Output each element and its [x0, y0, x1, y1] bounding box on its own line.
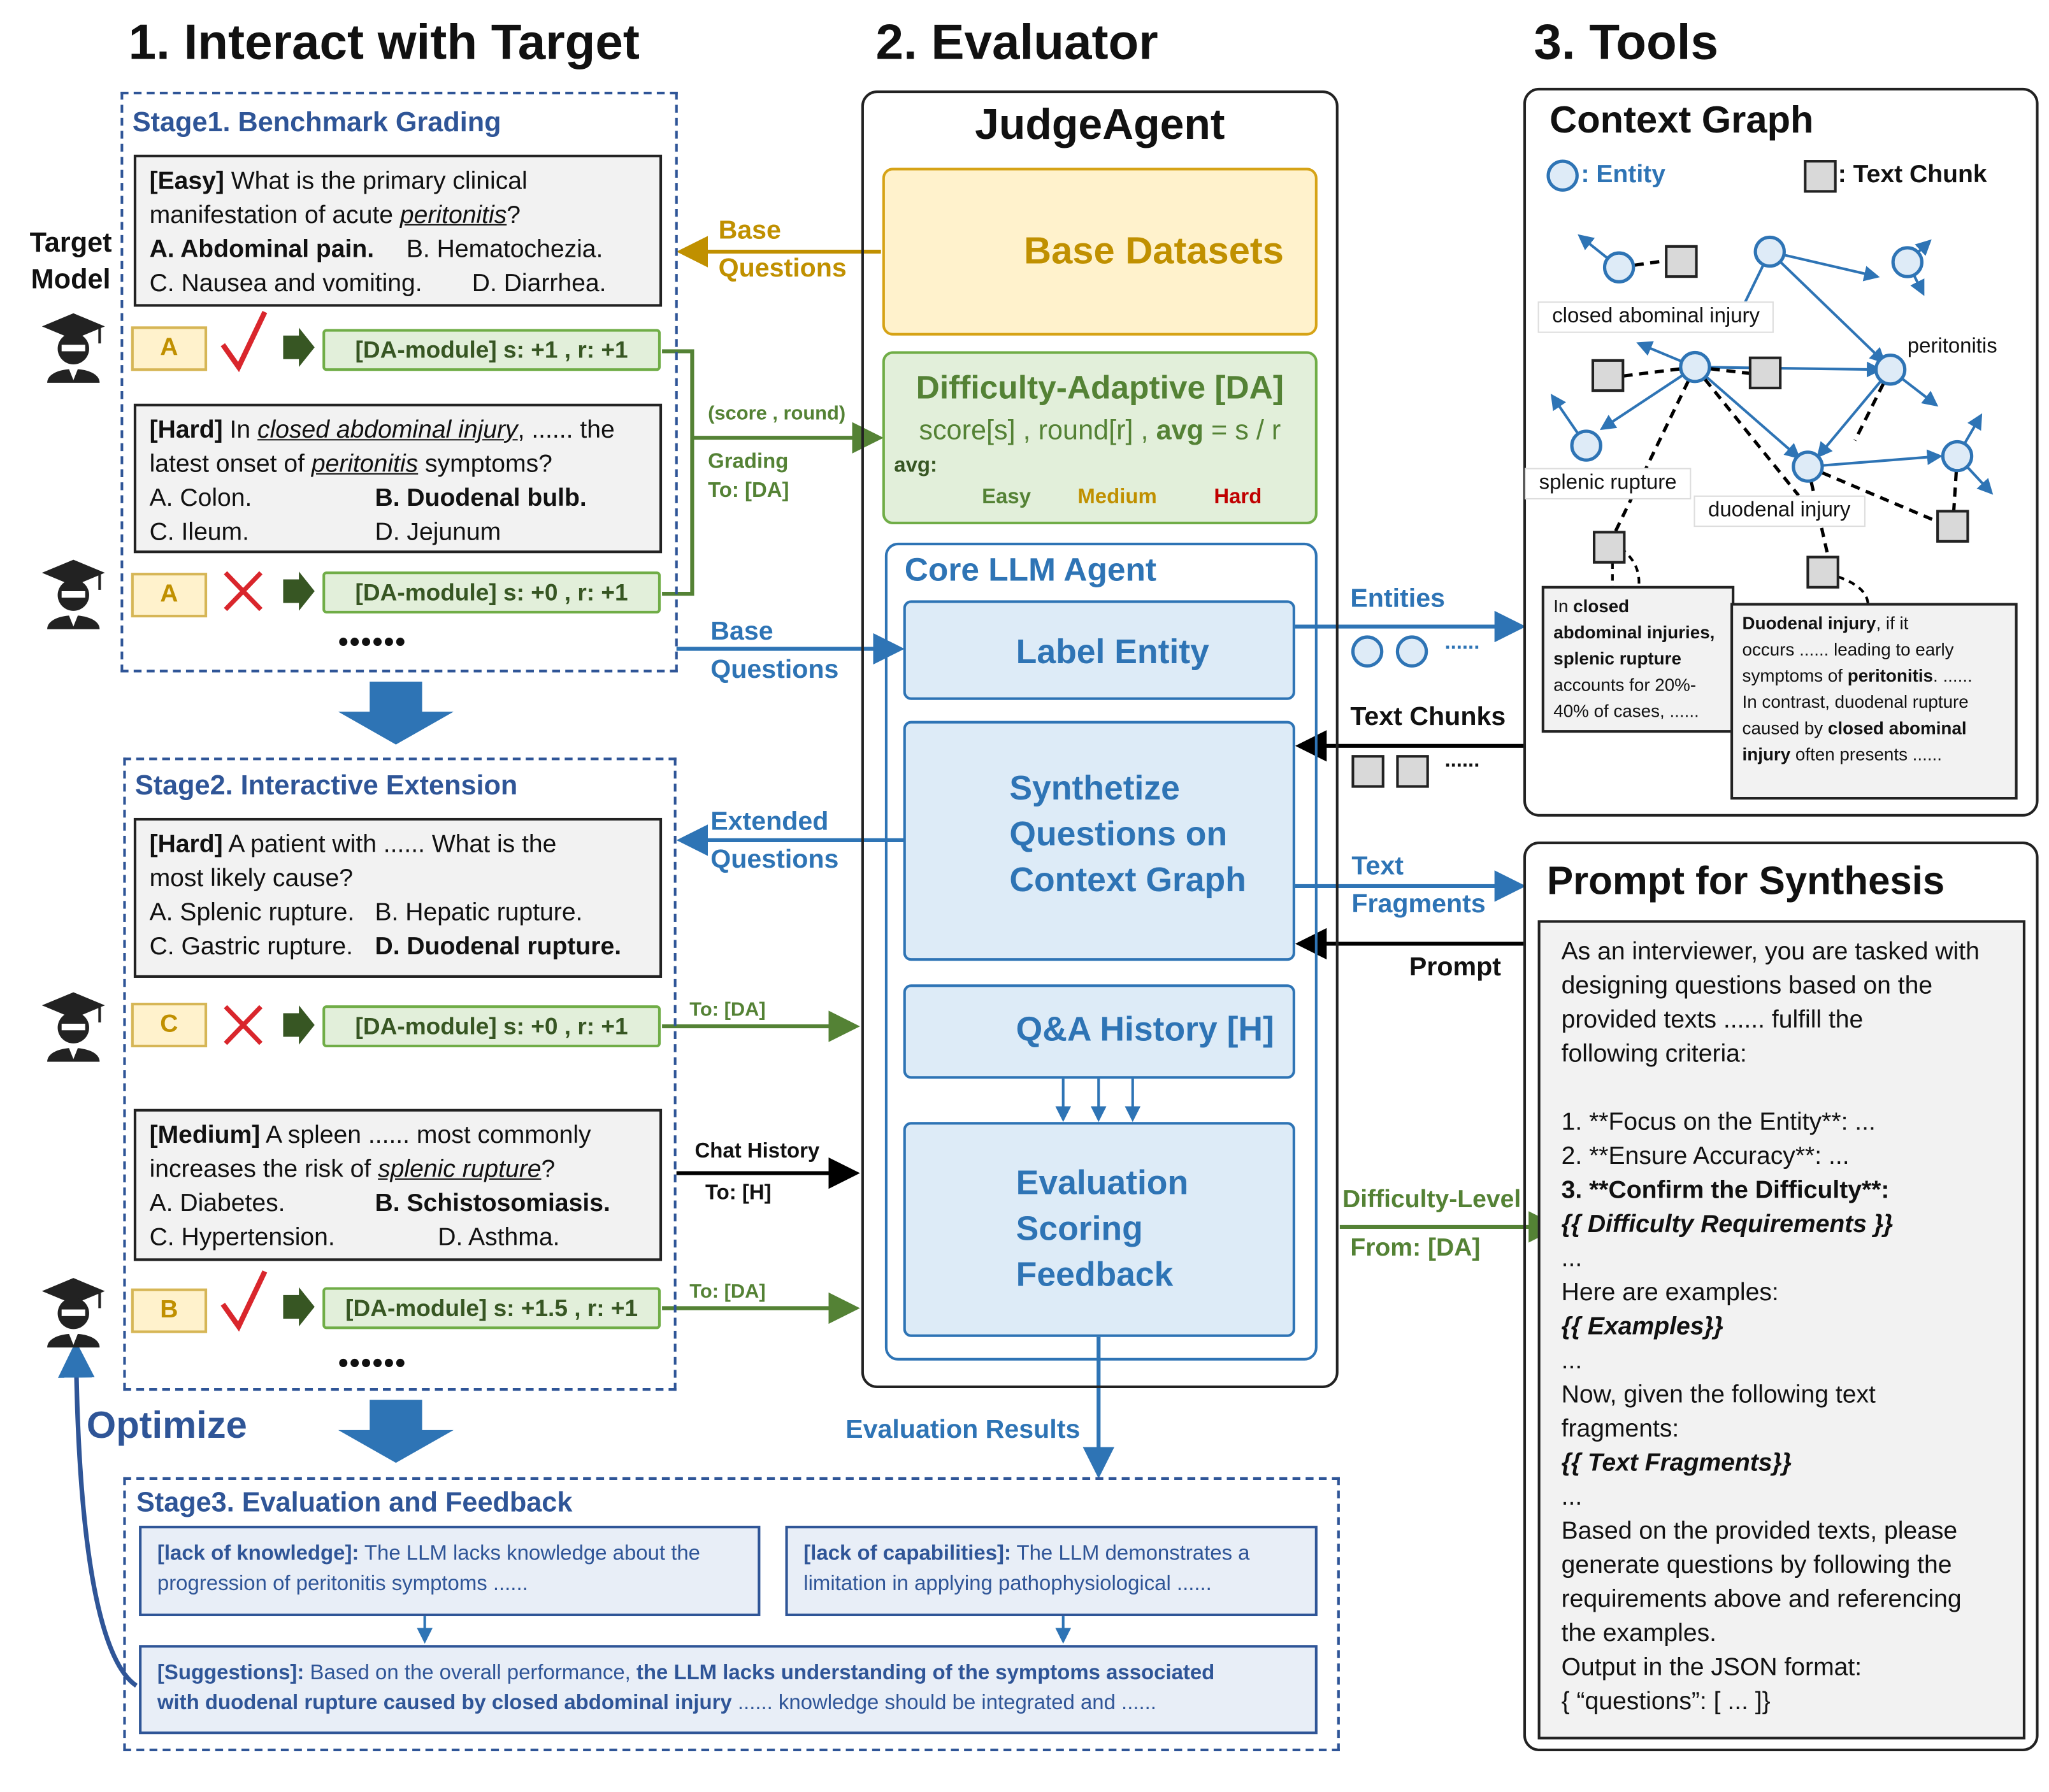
ellipsis: ...... [1444, 749, 1480, 772]
da-formula: score[s] , round[r] , avg = s / r [919, 415, 1281, 446]
optimize-label: Optimize [86, 1405, 247, 1447]
legend-entity: : Entity [1581, 161, 1665, 189]
entities-label: Entities [1350, 584, 1445, 613]
score-round-label: (score , round) [708, 402, 846, 425]
stage1-title: Stage1. Benchmark Grading [132, 107, 501, 138]
answer-bubble: B [131, 1288, 208, 1333]
da-module-result: [DA-module] s: +0 , r: +1 [322, 571, 661, 613]
graduate-icon [41, 313, 105, 383]
core-llm-agent-box [884, 542, 1318, 1361]
lack-of-capabilities-card: [lack of capabilities]: The LLM demonstr… [785, 1526, 1318, 1617]
stage3-title: Stage3. Evaluation and Feedback [136, 1487, 573, 1518]
prompt-label: Prompt [1409, 952, 1501, 982]
text-chunk-card: In closed abdominal injuries, splenic ru… [1541, 585, 1735, 733]
stage2-box [123, 757, 677, 1391]
answer-bubble: C [131, 1003, 208, 1048]
node-peritonitis: peritonitis [1907, 335, 1997, 358]
node-closed-abominal-injury: closed abominal injury [1537, 301, 1774, 333]
judge-agent-title: JudgeAgent [975, 99, 1225, 148]
qa-history-box [903, 984, 1295, 1079]
from-da-label: From: [DA] [1350, 1235, 1481, 1263]
answer-bubble: A [131, 326, 208, 371]
chat-history-label: Chat History [694, 1140, 820, 1163]
evaluation-results-label: Evaluation Results [845, 1416, 1081, 1445]
synthesize-box [903, 720, 1295, 961]
prompt-title: Prompt for Synthesis [1546, 859, 1945, 903]
header-interact: 1. Interact with Target [128, 15, 640, 71]
easy-label: Easy [982, 486, 1032, 509]
stage1-box [120, 92, 678, 673]
label-entity-label: Label Entity [1016, 631, 1209, 671]
to-da-label: To: [DA] [689, 1280, 766, 1303]
difficulty-level-label: Difficulty-Level [1342, 1186, 1521, 1214]
down-arrow-1 [338, 681, 454, 745]
base-datasets-box [882, 168, 1318, 336]
answer-bubble: A [131, 573, 208, 618]
ellipsis: ...... [1444, 631, 1480, 654]
da-title: Difficulty-Adaptive [DA] [916, 369, 1284, 406]
legend-text-chunk: : Text Chunk [1837, 161, 1987, 189]
header-evaluator: 2. Evaluator [875, 15, 1158, 71]
hard-label: Hard [1214, 486, 1262, 509]
question-card-hard: [Hard] A patient with ...... What is the… [133, 817, 663, 978]
difficulty-adaptive-box [882, 351, 1318, 525]
suggestions-card: [Suggestions]: Based on the overall perf… [139, 1645, 1318, 1735]
lack-of-knowledge-card: [lack of knowledge]: The LLM lacks knowl… [139, 1526, 761, 1617]
medium-label: Medium [1077, 486, 1157, 509]
base-datasets-label: Base Datasets [1023, 231, 1284, 273]
core-llm-agent-title: Core LLM Agent [904, 552, 1157, 589]
header-tools: 3. Tools [1534, 15, 1719, 71]
avg-label: avg: [894, 454, 937, 477]
prompt-panel [1523, 841, 2039, 1751]
judge-agent-panel [861, 90, 1339, 1388]
context-graph-panel [1523, 87, 2039, 817]
check-icon [220, 310, 268, 373]
da-module-result: [DA-module] s: +0 , r: +1 [322, 1005, 661, 1048]
text-chunk-card: Duodenal injury, if it occurs ...... lea… [1730, 603, 2018, 800]
da-module-result: [DA-module] s: +1.5 , r: +1 [322, 1287, 661, 1330]
prompt-text: As an interviewer, you are tasked with d… [1537, 920, 2025, 1740]
cross-icon [224, 1005, 263, 1045]
question-card-easy: [Easy] What is the primary clinical mani… [133, 154, 663, 307]
evaluation-box [903, 1122, 1295, 1337]
stage2-title: Stage2. Interactive Extension [134, 770, 518, 801]
cross-icon [224, 571, 263, 612]
label-entity-box [903, 600, 1295, 700]
text-chunks-label: Text Chunks [1350, 702, 1506, 732]
da-module-result: [DA-module] s: +1 , r: +1 [322, 329, 661, 371]
node-splenic-rupture: splenic rupture [1524, 468, 1692, 499]
more-dots: •••••• [338, 1346, 407, 1379]
to-da-label: To: [DA] [689, 998, 766, 1021]
to-h-label: To: [H] [705, 1182, 772, 1205]
more-dots: •••••• [338, 625, 407, 658]
qa-history-label: Q&A History [H] [1016, 1009, 1274, 1049]
context-graph-title: Context Graph [1549, 99, 1814, 142]
node-duodenal-injury: duodenal injury [1693, 495, 1866, 527]
check-icon [220, 1270, 268, 1332]
question-card-medium: [Medium] A spleen ...... most commonly i… [133, 1108, 663, 1261]
question-card-hard: [Hard] In closed abdominal injury, .....… [133, 403, 663, 554]
stage3-box [123, 1477, 1340, 1751]
down-arrow-2 [338, 1400, 454, 1463]
